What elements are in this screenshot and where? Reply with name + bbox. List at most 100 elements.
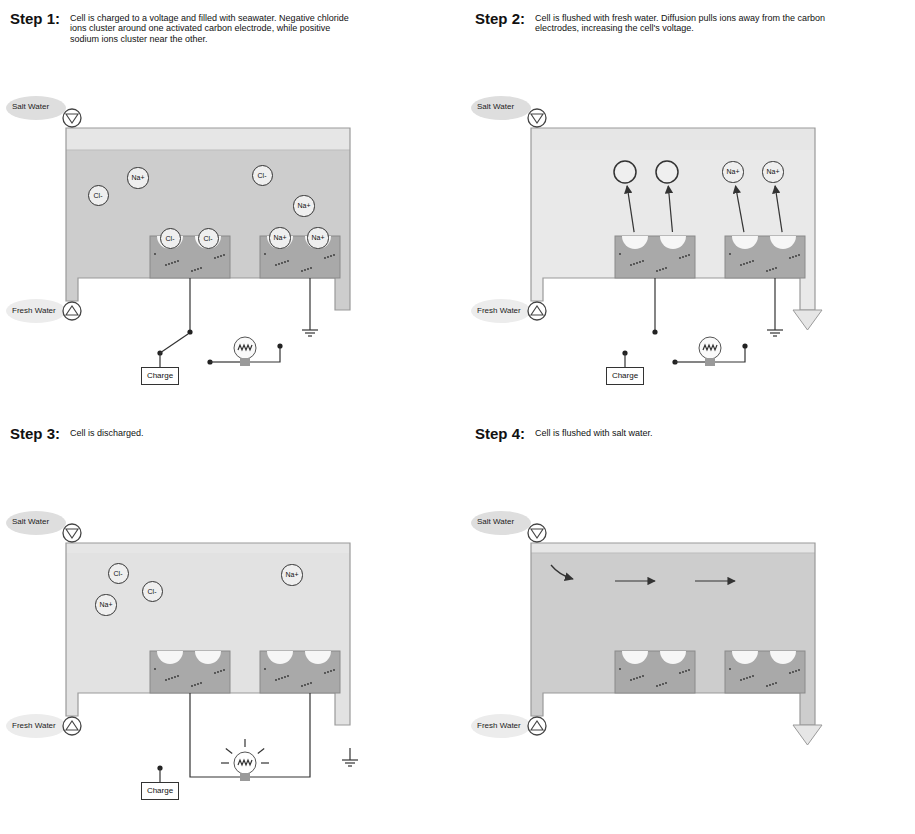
wire [624, 353, 625, 367]
carbon-texture [752, 260, 754, 262]
ground-symbol [342, 748, 358, 766]
ion-circle: Cl- [108, 563, 129, 584]
carbon-texture [223, 669, 225, 671]
wire [770, 332, 780, 333]
electrode-pocket [732, 236, 758, 249]
ion-circle: Cl- [160, 228, 181, 249]
ion-circle: Na+ [293, 195, 314, 216]
carbon-electrode [615, 236, 695, 278]
diffusion-arrow [627, 186, 634, 232]
carbon-texture [772, 268, 774, 270]
carbon-texture [688, 669, 690, 671]
wire [305, 332, 315, 333]
carbon-electrode [260, 651, 340, 693]
valve [63, 717, 81, 735]
carbon-texture [795, 670, 797, 672]
wire [309, 278, 310, 330]
valve-symbol [66, 529, 78, 538]
carbon-texture [775, 267, 777, 269]
carbon-texture [324, 257, 326, 259]
carbon-texture [200, 682, 202, 684]
ion-circle [614, 161, 636, 183]
valve-symbol [531, 114, 543, 123]
node-text: Charge [147, 372, 173, 380]
node-text: Cl- [94, 192, 103, 199]
cell-outline [531, 128, 815, 310]
fresh-water-cloud [6, 714, 66, 738]
step-panel [471, 511, 825, 753]
step-description: Cell is charged to a voltage and filled … [70, 13, 360, 44]
node-text: Cl- [166, 235, 175, 242]
node-text: Cl- [204, 235, 213, 242]
ion-circle: Na+ [269, 227, 290, 248]
wire [210, 361, 240, 362]
electrode-pocket [267, 651, 293, 664]
wire [767, 329, 783, 330]
carbon-texture [214, 672, 216, 674]
carbon-texture [789, 672, 791, 674]
node-text: Na+ [131, 174, 144, 181]
carbon-texture [633, 678, 635, 680]
carbon-texture [619, 668, 621, 670]
carbon-texture [171, 677, 173, 679]
valve [528, 109, 546, 127]
carbon-texture [679, 257, 681, 259]
carbon-texture [769, 684, 771, 686]
carbon-texture [792, 671, 794, 673]
step-description: Cell is flushed with fresh water. Diffus… [535, 13, 865, 34]
carbon-texture [168, 263, 170, 265]
valve [528, 524, 546, 542]
carbon-texture [324, 672, 326, 674]
carbon-texture [307, 268, 309, 270]
carbon-texture [287, 675, 289, 677]
carbon-texture [177, 675, 179, 677]
carbon-texture [301, 685, 303, 687]
ground-symbol [302, 278, 318, 336]
carbon-texture [275, 679, 277, 681]
source-label: Salt Water [477, 102, 514, 111]
carbon-texture [752, 675, 754, 677]
carbon-texture [330, 670, 332, 672]
ground-symbol [767, 278, 783, 336]
carbon-texture [798, 254, 800, 256]
electrode-pocket [660, 236, 686, 249]
valve-symbol [531, 306, 543, 315]
flow-arrow [695, 580, 735, 581]
step-description: Cell is discharged. [70, 428, 400, 438]
carbon-texture [287, 260, 289, 262]
carbon-texture [223, 254, 225, 256]
valve-symbol [531, 529, 543, 538]
water [60, 150, 360, 350]
carbon-texture [682, 256, 684, 258]
carbon-texture [197, 268, 199, 270]
charge-box: Charge [141, 367, 179, 385]
flow-arrow [551, 565, 573, 579]
carbon-texture [656, 685, 658, 687]
carbon-texture [639, 676, 641, 678]
filament [703, 345, 717, 350]
bulb-base [240, 358, 250, 366]
step-heading: Step 2: [475, 10, 525, 27]
carbon-texture [630, 264, 632, 266]
light-bulb [699, 337, 721, 359]
carbon-texture [766, 685, 768, 687]
node-text: Na+ [99, 601, 112, 608]
ion-circle: Cl- [88, 185, 109, 206]
carbon-texture [278, 263, 280, 265]
carbon-texture [743, 263, 745, 265]
carbon-texture [749, 261, 751, 263]
carbon-texture [775, 682, 777, 684]
carbon-texture [281, 677, 283, 679]
carbon-texture [679, 672, 681, 674]
carbon-texture [746, 262, 748, 264]
carbon-texture [769, 269, 771, 271]
node-text: Na+ [766, 168, 779, 175]
carbon-texture [642, 675, 644, 677]
carbon-texture [304, 684, 306, 686]
source-label: Salt Water [12, 102, 49, 111]
valve [63, 109, 81, 127]
carbon-texture [304, 269, 306, 271]
carbon-texture [168, 678, 170, 680]
valve [63, 524, 81, 542]
